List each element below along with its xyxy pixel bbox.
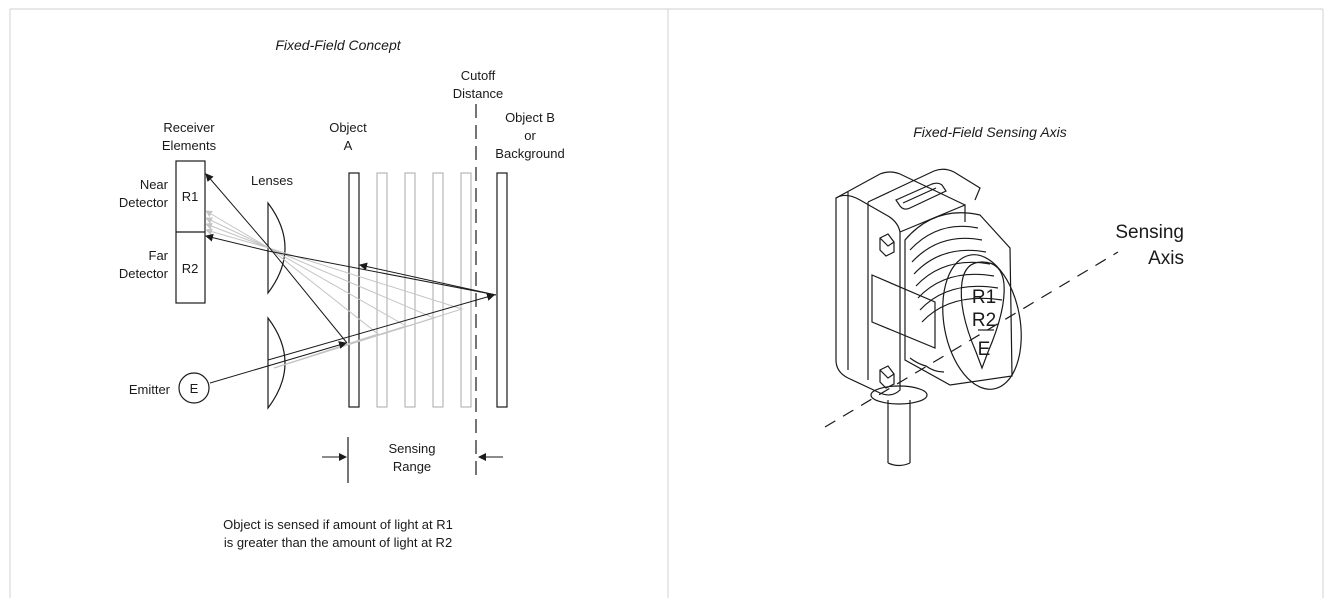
emitter-lens — [267, 316, 286, 410]
sensing-axis-label-2: Axis — [1148, 248, 1184, 269]
near-label-1: Near — [140, 177, 169, 192]
sensor-housing — [835, 168, 981, 396]
intermediate-plate — [404, 172, 416, 408]
emitter-label: Emitter — [129, 382, 171, 397]
receiver-label-2: Elements — [162, 138, 217, 153]
lens-e-label: E — [978, 339, 991, 360]
lenses-label: Lenses — [251, 173, 293, 188]
left-title: Fixed-Field Concept — [275, 37, 401, 53]
caption-line-2: is greater than the amount of light at R… — [224, 535, 452, 550]
fixed-field-concept-diagram: Fixed-Field Concept R1 R2 Receiver Eleme… — [119, 37, 565, 550]
far-label-1: Far — [149, 248, 169, 263]
cutoff-label-1: Cutoff — [461, 68, 496, 83]
object-b-plate — [496, 172, 508, 408]
cutoff-label-2: Distance — [453, 86, 504, 101]
object-a-plate — [348, 172, 360, 408]
sensing-axis-label-1: Sensing — [1115, 222, 1184, 243]
right-title: Fixed-Field Sensing Axis — [913, 124, 1067, 140]
emitter-symbol: E — [190, 381, 199, 396]
emitter-circle — [178, 372, 210, 404]
lens-r1-label: R1 — [972, 287, 996, 308]
sensing-axis-illustration: Fixed-Field Sensing Axis — [824, 124, 1184, 467]
receiver-lens — [267, 201, 286, 295]
object-a-label-2: A — [344, 138, 353, 153]
panel-frame — [9, 8, 1324, 598]
primary-rays — [205, 173, 497, 384]
sensing-range-dimension — [322, 437, 503, 483]
receiver-label-1: Receiver — [163, 120, 215, 135]
intermediate-plate — [432, 172, 444, 408]
intermediate-rays — [205, 210, 464, 369]
lens-r2-label: R2 — [972, 310, 996, 331]
sensing-axis-line — [824, 251, 1119, 428]
range-label-2: Range — [393, 459, 431, 474]
lens-face: R1 R2 E — [942, 254, 1022, 390]
object-b-label-1: Object B — [505, 110, 555, 125]
object-b-label-3: Background — [495, 146, 564, 161]
object-a-label-1: Object — [329, 120, 367, 135]
caption-line-1: Object is sensed if amount of light at R… — [223, 517, 453, 532]
threaded-barrel — [904, 212, 1013, 386]
r1-label: R1 — [182, 189, 199, 204]
near-label-2: Detector — [119, 195, 169, 210]
sensor-cable — [870, 385, 928, 467]
r2-label: R2 — [182, 261, 199, 276]
range-label-1: Sensing — [389, 441, 436, 456]
object-b-label-2: or — [524, 128, 536, 143]
far-label-2: Detector — [119, 266, 169, 281]
intermediate-plate — [376, 172, 388, 408]
